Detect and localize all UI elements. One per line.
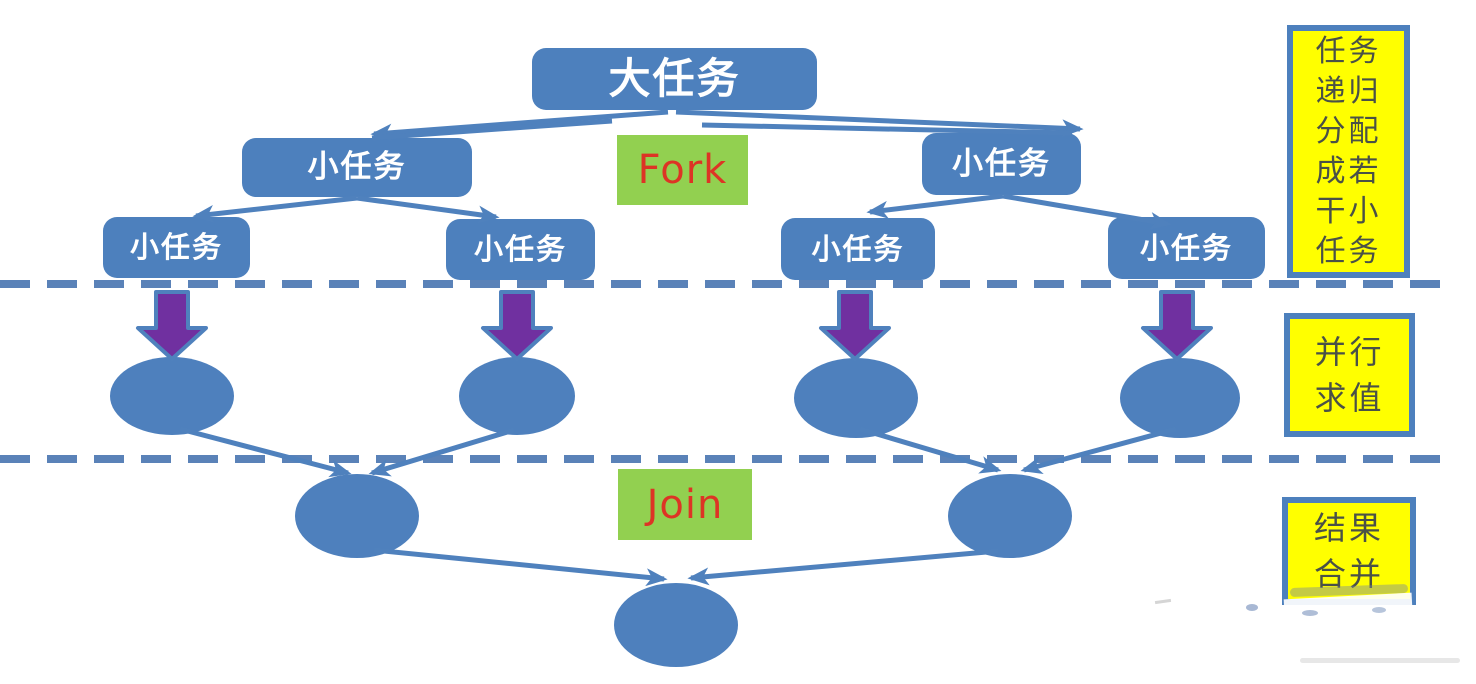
join-label: Join bbox=[646, 481, 724, 528]
eval-ellipse-4 bbox=[1120, 358, 1240, 438]
watermark-smudge bbox=[1302, 610, 1318, 616]
annotation-line: 分配 bbox=[1315, 113, 1382, 149]
annotation-line: 递归 bbox=[1315, 73, 1382, 109]
connector-root-to-right bbox=[675, 109, 1084, 138]
annotation-line: 合并 bbox=[1313, 555, 1384, 593]
fork-label-box: Fork bbox=[617, 135, 748, 205]
annotation-line: 成若 bbox=[1315, 153, 1382, 189]
down-arrow-icon bbox=[136, 290, 208, 361]
annotation-phase3-merge-results: 结果 合并 bbox=[1282, 497, 1416, 605]
watermark-smudge bbox=[1246, 604, 1258, 611]
connector-eval3-to-merge-right bbox=[859, 426, 1002, 474]
annotation-line: 任务 bbox=[1315, 233, 1382, 269]
connector-root-to-left-2 bbox=[371, 118, 613, 141]
down-arrow-icon bbox=[819, 290, 891, 361]
subtask-label: 小任务 bbox=[811, 231, 905, 266]
down-arrow-icon bbox=[1141, 290, 1213, 361]
subtask-label: 小任务 bbox=[952, 145, 1051, 182]
root-task-node: 大任务 bbox=[532, 48, 817, 110]
subtask-node-level3-3: 小任务 bbox=[781, 218, 935, 280]
connector-merge-right-to-final bbox=[687, 548, 999, 586]
root-task-label: 大任务 bbox=[608, 54, 741, 103]
watermark-smudge bbox=[1154, 598, 1172, 605]
merge-ellipse-left bbox=[295, 474, 419, 558]
subtask-node-level2-right: 小任务 bbox=[922, 133, 1081, 195]
merge-ellipse-right bbox=[948, 474, 1072, 558]
annotation-phase1-recursive-split: 任务 递归 分配 成若 干小 任务 bbox=[1287, 25, 1410, 278]
subtask-node-level2-left: 小任务 bbox=[242, 138, 472, 197]
subtask-label: 小任务 bbox=[129, 230, 223, 264]
subtask-label: 小任务 bbox=[1139, 230, 1233, 265]
subtask-label: 小任务 bbox=[473, 232, 567, 266]
subtask-label: 小任务 bbox=[307, 149, 407, 185]
eval-ellipse-3 bbox=[794, 358, 918, 438]
connector-root-to-right-2 bbox=[701, 122, 1073, 136]
annotation-phase2-parallel-eval: 并行 求值 bbox=[1284, 313, 1415, 437]
annotation-line: 并行 bbox=[1314, 333, 1385, 371]
eval-ellipse-2 bbox=[459, 357, 575, 435]
join-label-box: Join bbox=[618, 469, 752, 540]
watermark-smudge bbox=[1372, 607, 1386, 613]
connector-eval1-to-merge-left bbox=[179, 426, 352, 478]
final-result-ellipse bbox=[614, 583, 738, 667]
connector-eval2-to-merge-left bbox=[368, 427, 515, 477]
subtask-node-level3-4: 小任务 bbox=[1108, 217, 1265, 279]
fork-label: Fork bbox=[637, 147, 728, 193]
annotation-line: 结果 bbox=[1313, 509, 1384, 547]
annotation-line: 任务 bbox=[1315, 33, 1382, 69]
connector-right-to-l3-3 bbox=[866, 193, 1004, 219]
subtask-node-level3-2: 小任务 bbox=[446, 219, 595, 280]
watermark-smudge bbox=[1300, 658, 1460, 663]
connector-left-to-l3-1 bbox=[192, 195, 358, 223]
annotation-line: 干小 bbox=[1315, 193, 1382, 229]
connector-left-to-l3-2 bbox=[356, 195, 500, 224]
down-arrow-icon bbox=[481, 290, 553, 361]
connector-root-to-left bbox=[370, 109, 669, 142]
eval-ellipse-1 bbox=[110, 357, 234, 435]
annotation-line: 求值 bbox=[1314, 379, 1385, 417]
connector-eval4-to-merge-right bbox=[1020, 426, 1177, 475]
subtask-node-level3-1: 小任务 bbox=[103, 217, 250, 278]
connector-merge-left-to-final bbox=[373, 547, 668, 587]
